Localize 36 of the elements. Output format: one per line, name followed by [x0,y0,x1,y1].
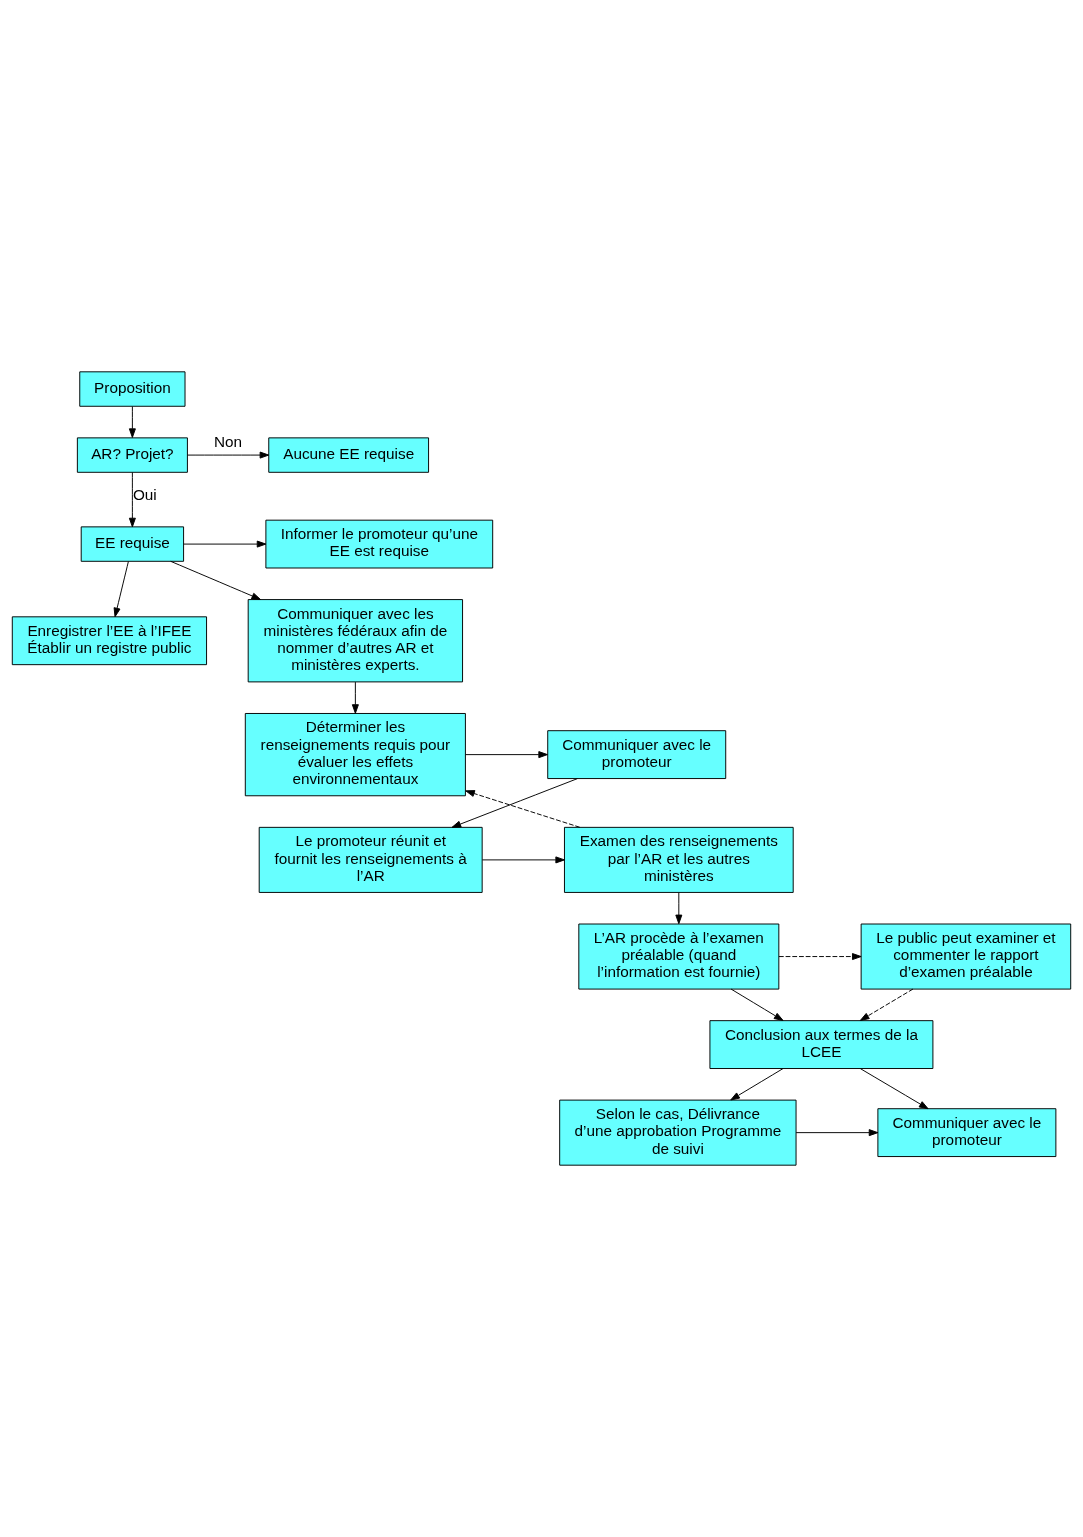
node-box: Aucune EE requise [268,437,430,473]
arrow [859,1068,929,1110]
node-box: L’AR procède à l’examen préalable (quand l’information est fournie) [578,923,780,990]
node-box: Examen des renseignements par l’AR et les autres ministères [564,826,794,893]
arrow [795,1129,879,1137]
node-box: EE requise [80,526,185,562]
arrow [730,1068,784,1101]
arrow [465,790,581,828]
arrow [859,988,914,1021]
node-box: Le public peut examiner et commenter le rapport d’examen préalable [860,923,1072,990]
edge-label: Non [214,433,243,451]
arrow [128,471,136,528]
arrow [451,778,578,828]
node-box: Proposition [79,371,186,407]
arrow [481,856,565,864]
node-box: Communiquer avec le promoteur [547,730,727,780]
node-box: Le promoteur réunit et fournit les renseignements à l’AR [258,826,483,893]
arrow [113,561,129,618]
node-box: Enregistrer l’EE à l’IFEE Établir un registre public [11,616,208,666]
arrow [778,953,862,961]
node-box: AR? Projet? [76,437,188,473]
arrow [170,560,261,600]
arrow [351,681,359,714]
node-box: Communiquer avec le promoteur [877,1108,1057,1158]
arrow [730,988,784,1021]
node-box: Communiquer avec les ministères fédéraux afin de nommer d’autres AR et ministères experts. [247,599,464,683]
edge-label: Oui [132,485,157,503]
arrow [183,540,267,548]
arrow [465,751,548,759]
node-box: Selon le cas, Délivrance d’une approbation Programme de suivi [559,1099,797,1166]
node-box: Informer le promoteur qu’une EE est requise [265,519,494,569]
arrow [675,892,683,925]
arrow [187,451,270,459]
node-box: Déterminer les renseignements requis pour évaluer les effets environnementaux [244,713,466,797]
arrow [128,406,136,438]
node-box: Conclusion aux termes de la LCEE [709,1020,934,1069]
